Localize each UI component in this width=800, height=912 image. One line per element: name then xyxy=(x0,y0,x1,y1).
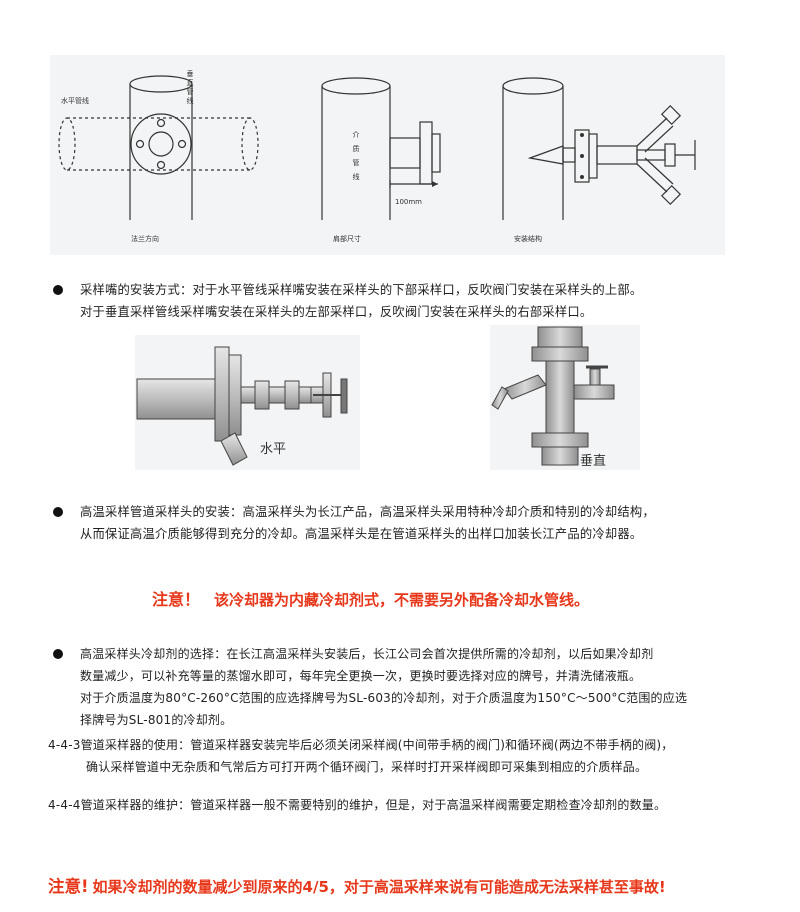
coolant-line-3: 对于介质温度为80°C-260°C范围的应选择牌号为SL-603的冷却剂，对于介… xyxy=(80,691,688,705)
vertical-pipe-label: 垂直管线 xyxy=(186,70,194,105)
section-443-text: 4-4-3管道采样器的使用：管道采样器安装完毕后必须关闭采样阀(中间带手柄的阀门… xyxy=(48,734,674,778)
notice-2-head: 注意! xyxy=(48,877,89,896)
coolant-line-2: 数量减少，可以补充等量的蒸馏水即可，每年完全更换一次，更换时要选择对应的牌号，并… xyxy=(80,669,642,683)
section-444-text: 4-4-4管道采样器的维护：管道采样器一般不需要特别的维护，但是，对于高温采样阀… xyxy=(48,794,666,816)
notice-2-text: 如果冷却剂的数量减少到原来的4/5，对于高温采样来说有可能造成无法采样甚至事故! xyxy=(92,878,666,896)
high-temp-line-1: 高温采样管道采样头的安装：高温采样头为长江产品，高温采样头采用特种冷却介质和特别… xyxy=(80,505,655,519)
horizontal-mount-diagram xyxy=(136,346,348,466)
section-443-line-1: 4-4-3管道采样器的使用：管道采样器安装完毕后必须关闭采样阀(中间带手柄的阀门… xyxy=(48,738,674,752)
top-diagram-panel xyxy=(50,55,725,255)
dimension-label: 100mm xyxy=(395,198,422,206)
high-temp-line-2: 从而保证高温介质能够得到充分的冷却。高温采样头是在管道采样头的出样口加装长江产品… xyxy=(80,527,643,541)
section-444-line-1: 4-4-4管道采样器的维护：管道采样器一般不需要特别的维护，但是，对于高温采样阀… xyxy=(48,798,667,812)
medium-pipe-label: 介质管线 xyxy=(352,131,360,181)
installation-structure-caption: 安装结构 xyxy=(514,235,542,243)
notice-1-head: 注意！ xyxy=(152,590,201,609)
install-line-2: 对于垂直采样管线采样嘴安装在采样头的左部采样口，反吹阀门安装在采样头的右部采样口… xyxy=(80,305,593,319)
high-temp-install-text: 高温采样管道采样头的安装：高温采样头为长江产品，高温采样头采用特种冷却介质和特别… xyxy=(80,501,655,545)
section-443-line-2: 确认采样管道中无杂质和气常后方可打开两个循环阀门，采样时打开采样阀即可采集到相应… xyxy=(86,760,648,774)
horizontal-label: 水平 xyxy=(260,442,287,457)
horizontal-pipe-label: 水平管线 xyxy=(61,97,89,105)
install-line-1: 采样嘴的安装方式：对于水平管线采样嘴安装在采样头的下部采样口，反吹阀门安装在采样… xyxy=(80,283,643,297)
shoulder-size-caption: 肩部尺寸 xyxy=(333,235,361,243)
coolant-line-1: 高温采样头冷却剂的选择：在长江高温采样头安装后，长江公司会首次提供所需的冷却剂，… xyxy=(80,647,654,661)
install-method-text: 采样嘴的安装方式：对于水平管线采样嘴安装在采样头的下部采样口，反吹阀门安装在采样… xyxy=(80,279,642,323)
flange-direction-diagram xyxy=(58,75,259,220)
coolant-line-4: 择牌号为SL-801的冷却剂。 xyxy=(80,713,233,727)
installation-structure-diagram xyxy=(502,77,696,220)
bullet-install xyxy=(53,285,63,295)
vertical-mount-diagram xyxy=(491,326,615,466)
notice-2: 注意!如果冷却剂的数量减少到原来的4/5，对于高温采样来说有可能造成无法采样甚至… xyxy=(48,873,666,897)
flange-direction-caption: 法兰方向 xyxy=(131,235,159,243)
bullet-coolant xyxy=(53,649,63,659)
coolant-selection-text: 高温采样头冷却剂的选择：在长江高温采样头安装后，长江公司会首次提供所需的冷却剂，… xyxy=(80,643,687,731)
bullet-high-temp xyxy=(53,507,63,517)
notice-1: 注意！ 该冷却器为内藏冷却剂式，不需要另外配备冷却水管线。 xyxy=(152,586,589,610)
notice-1-text: 该冷却器为内藏冷却剂式，不需要另外配备冷却水管线。 xyxy=(214,591,590,609)
shoulder-size-diagram xyxy=(321,77,441,220)
vertical-label: 垂直 xyxy=(580,454,607,469)
